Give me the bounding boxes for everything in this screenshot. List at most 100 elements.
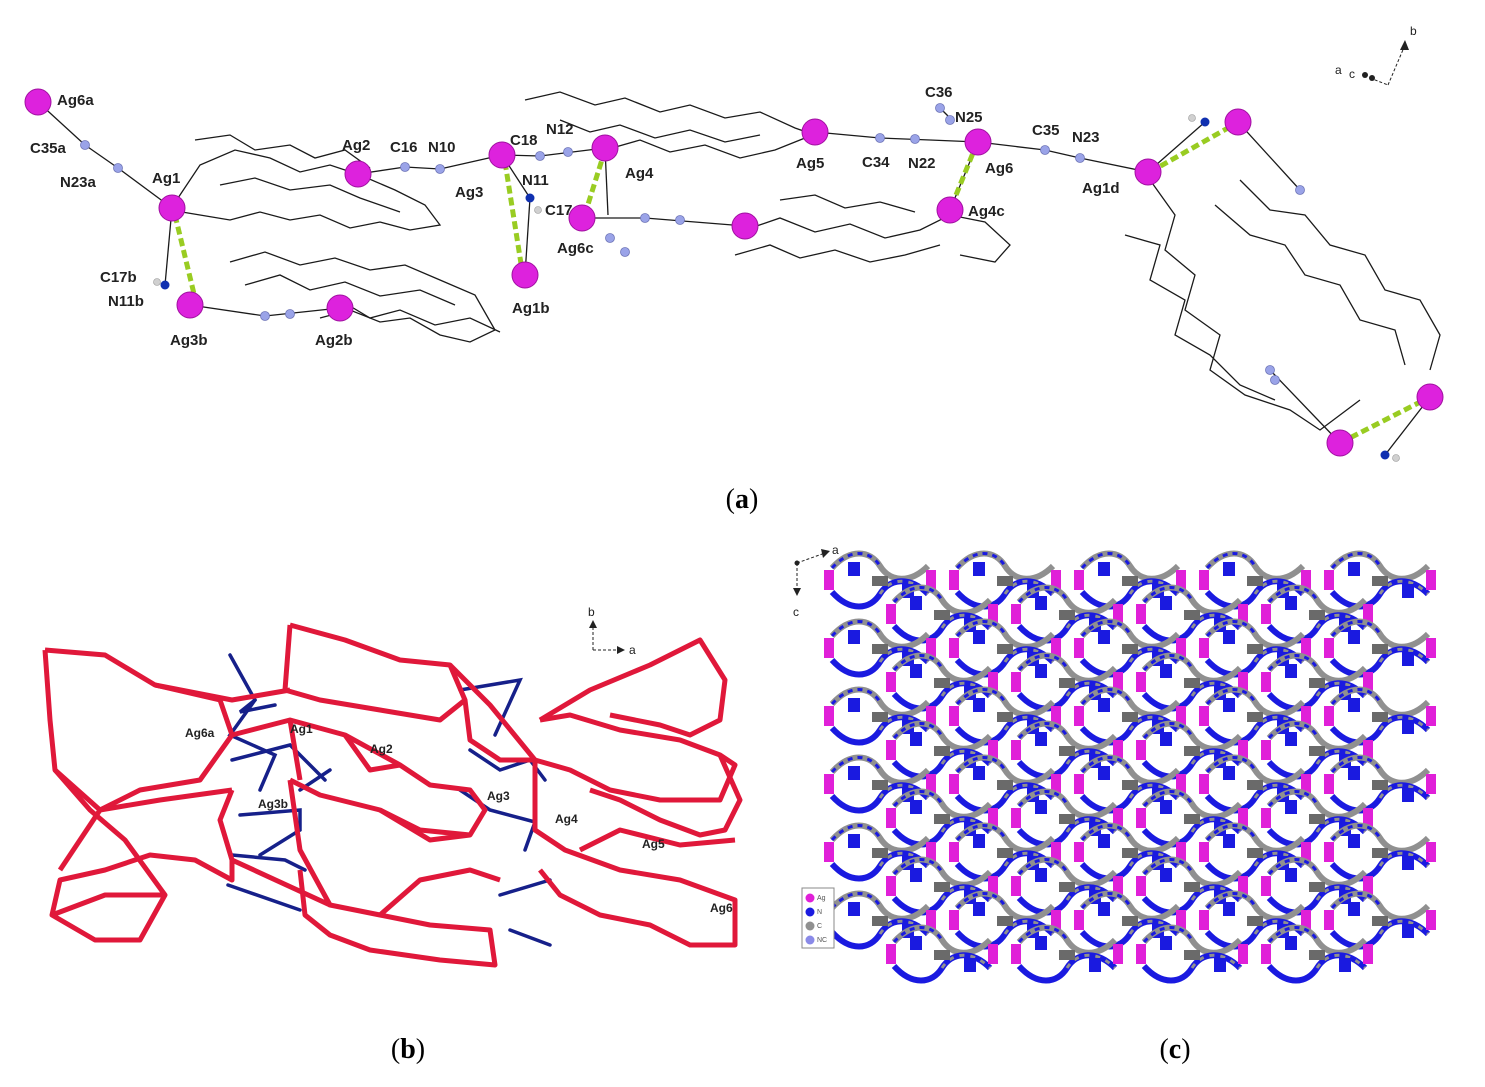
network-atom-labels: Ag6a Ag1 Ag2 Ag3b Ag3 Ag4 Ag5 Ag6 [185, 722, 733, 915]
axis-label-b: b [1410, 24, 1417, 38]
caption-b: (b) [391, 1034, 425, 1065]
atom-label: Ag4 [625, 165, 654, 182]
ligand-ring-chain [559, 119, 761, 143]
packing-motif [1324, 826, 1436, 879]
ag-atom [326, 294, 354, 322]
n-atoms [160, 117, 1390, 460]
atom-legend: Ag N C NC [801, 887, 835, 949]
ag-atom [24, 88, 52, 116]
atom-label: Ag1b [512, 300, 550, 317]
h-atoms [153, 114, 1400, 462]
packing-motif [1324, 758, 1436, 811]
axis-label-c: c [793, 605, 799, 619]
silver-atoms [24, 88, 1444, 457]
network-label: Ag1 [290, 722, 313, 736]
atom-label: N11 [522, 172, 549, 189]
ag-ag-contact [502, 161, 525, 271]
ligand-ring-chain [604, 137, 806, 159]
atom-label: N12 [546, 121, 574, 138]
ligand-ring-chain [219, 177, 401, 213]
cn-atoms [80, 103, 1305, 385]
network-label: Ag4 [555, 812, 578, 826]
ag-atom [591, 134, 619, 162]
atom-label: Ag6a [57, 92, 94, 109]
network-ag-chains [42, 622, 743, 968]
atom-label: Ag2 [342, 137, 370, 154]
axis-label-a: a [832, 543, 839, 557]
atom-label: Ag2b [315, 332, 353, 349]
atom-label: C36 [925, 84, 953, 101]
packing-motif [1136, 928, 1248, 981]
ag-atom [1224, 108, 1252, 136]
ag-atom [488, 141, 516, 169]
ag-atom [344, 160, 372, 188]
axis-label-b: b [588, 605, 595, 619]
ag-atom [176, 291, 204, 319]
network-label: Ag5 [642, 837, 665, 851]
atom-label: C18 [510, 132, 538, 149]
packing-motif [886, 928, 998, 981]
axis-label-c: c [1349, 67, 1355, 81]
atom-label: Ag1 [152, 170, 180, 187]
ag-ag-contact [949, 142, 980, 206]
packing-motif [1324, 622, 1436, 675]
network-label: Ag6 [710, 901, 733, 915]
packing-motif [1324, 690, 1436, 743]
ag-atom [1326, 429, 1354, 457]
argentophilic-contacts [172, 121, 1430, 446]
packing-motif [1324, 554, 1436, 607]
axis-label-a: a [1335, 63, 1342, 77]
atom-label: N23a [60, 174, 97, 191]
packing-motif [1324, 894, 1436, 947]
network-label: Ag2 [370, 742, 393, 756]
ag-atom [568, 204, 596, 232]
axis-label-a: a [629, 643, 636, 657]
atom-label: Ag3b [170, 332, 208, 349]
network-label: Ag6a [185, 726, 215, 740]
atom-label: Ag6 [985, 160, 1013, 177]
ligand-ring-chain [1239, 179, 1441, 371]
atom-label: C17b [100, 269, 137, 286]
ligand-ring-chain [734, 244, 941, 263]
ag-atom [1416, 383, 1444, 411]
ligand-ring-chain [169, 149, 442, 231]
atom-labels: Ag6a C35a N23a Ag1 Ag2 C16 N10 C18 N12 A… [30, 84, 1120, 349]
atom-label: Ag1d [1082, 180, 1120, 197]
ligand-ring-chain [779, 194, 916, 213]
panel-c: a c Ag N C NC (c) [793, 543, 1436, 1065]
ag-ag-contact [582, 149, 608, 215]
caption-c: (c) [1159, 1034, 1190, 1065]
legend-label: N [817, 909, 822, 916]
ligand-ring-chain [1214, 204, 1406, 366]
packing-grid [824, 554, 1436, 981]
ligand-ring-chain [229, 251, 496, 343]
atom-label: Ag5 [796, 155, 824, 172]
ag-ag-contact [172, 214, 198, 299]
atom-label: C17 [545, 202, 573, 219]
atom-label: Ag6c [557, 240, 594, 257]
ligand-bonds [37, 91, 1441, 456]
panel-a: Ag6a C35a N23a Ag1 Ag2 C16 N10 C18 N12 A… [24, 24, 1444, 515]
legend-label: Ag [817, 895, 826, 902]
network-label: Ag3b [258, 797, 288, 811]
ligand-ring-chain [194, 134, 371, 169]
axis-indicator: a c b [1335, 24, 1417, 86]
ligand-ring-chain [244, 274, 456, 306]
ag-atom [801, 118, 829, 146]
ag-ag-contact [1148, 121, 1237, 175]
atom-label: C35 [1032, 122, 1060, 139]
atom-label: N22 [908, 155, 936, 172]
ag-atom [1134, 158, 1162, 186]
caption-a: (a) [726, 484, 759, 515]
packing-motif [1011, 928, 1123, 981]
ag-atom [964, 128, 992, 156]
atom-label: N25 [955, 109, 983, 126]
atom-label: C34 [862, 154, 890, 171]
atom-label: N11b [108, 293, 144, 310]
ligand-ring-chain [524, 91, 816, 136]
atom-label: N23 [1072, 129, 1100, 146]
ligand-ring-chain [1149, 179, 1361, 431]
axis-indicator: a c [793, 543, 839, 619]
ligand-ring-chain [339, 299, 501, 333]
